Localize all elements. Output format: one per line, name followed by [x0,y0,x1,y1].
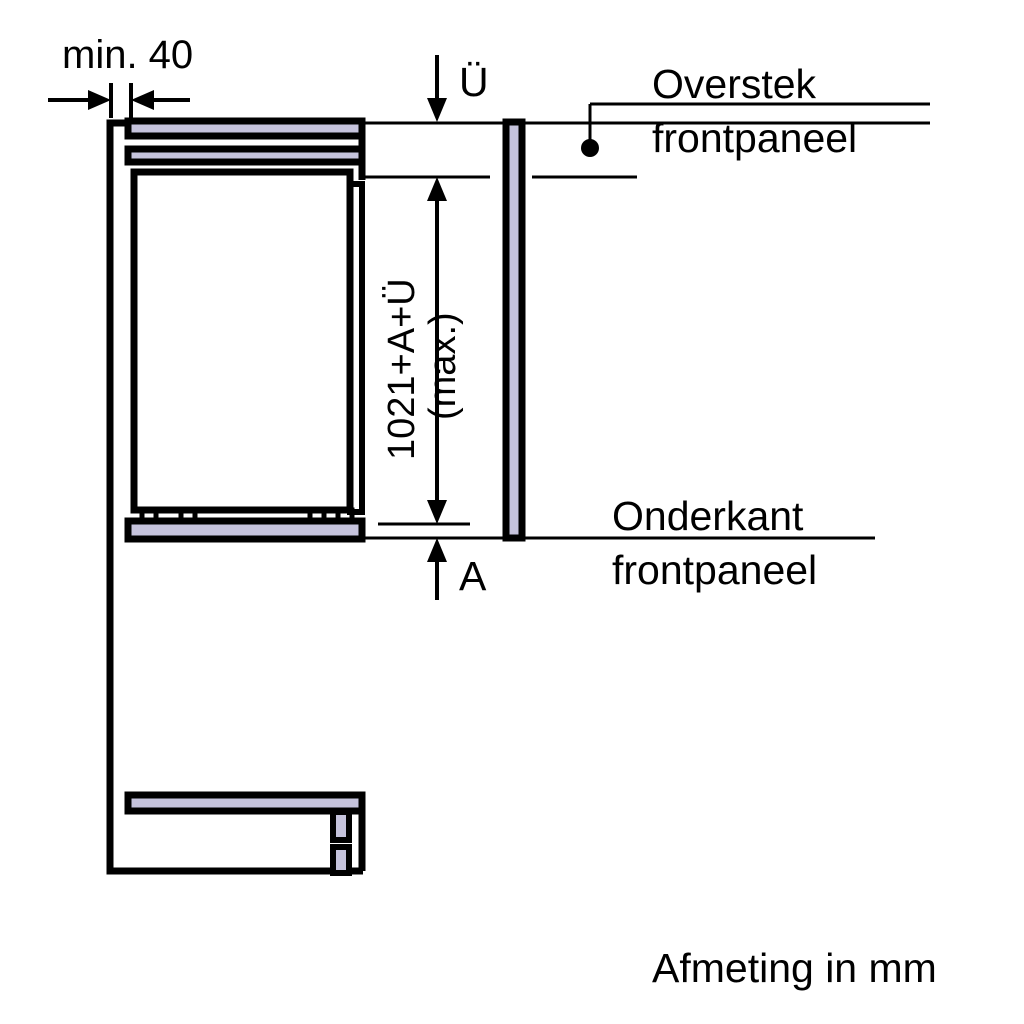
mid-divider-panel-bar [124,517,366,543]
min-clearance-arrow-head-left [88,90,111,110]
overhang-arrow-head [427,98,447,122]
bottom-offset-arrow-head [427,538,447,562]
onderkant-callout-line1: Onderkant [612,493,804,539]
upper-appliance-group [124,117,366,543]
bottom-offset-symbol-label: A [459,553,487,599]
onderkant-callout-group: Onderkant frontpaneel [612,493,817,593]
fridge-cavity-box [130,168,354,514]
footer-note-group: Afmeting in mm [652,945,937,991]
overstek-leader-dot [581,139,599,157]
panel-height-formula-label: 1021+A+Ü [381,278,423,460]
cabinet-outline-group [106,119,363,875]
panel-height-dimension-group: 1021+A+Ü (max.) [381,177,464,524]
overhang-dimension-group: Ü [427,55,489,122]
lower-tab-upper [330,809,352,843]
panel-height-qualifier-label: (max.) [422,312,464,420]
top-panel-bar-lower [124,145,366,166]
overhang-symbol-label: Ü [459,59,489,105]
front-panel-vertical-bar [502,118,526,542]
bottom-panel-bar [124,791,366,815]
overstek-callout-group: Overstek frontpaneel [581,61,930,161]
overstek-callout-line2: frontpaneel [652,115,857,161]
niche-outline [106,119,363,875]
lower-appliance-group [124,791,366,876]
front-panel-group [502,118,526,542]
overstek-callout-line1: Overstek [652,61,817,107]
top-panel-bar-upper [124,117,366,140]
unit-note-label: Afmeting in mm [652,945,937,991]
min-clearance-arrow-head-right [131,90,154,110]
reference-lines-group [363,121,930,540]
bottom-offset-dimension-group: A [427,538,487,600]
onderkant-callout-line2: frontpaneel [612,547,817,593]
panel-height-arrow-head-bottom [427,500,447,524]
min-clearance-label: min. 40 [62,33,193,77]
fridge-door-strip [347,181,365,515]
min-clearance-dimension-group: min. 40 [48,33,193,118]
panel-height-arrow-head-top [427,177,447,201]
lower-tab-lower [330,844,352,876]
